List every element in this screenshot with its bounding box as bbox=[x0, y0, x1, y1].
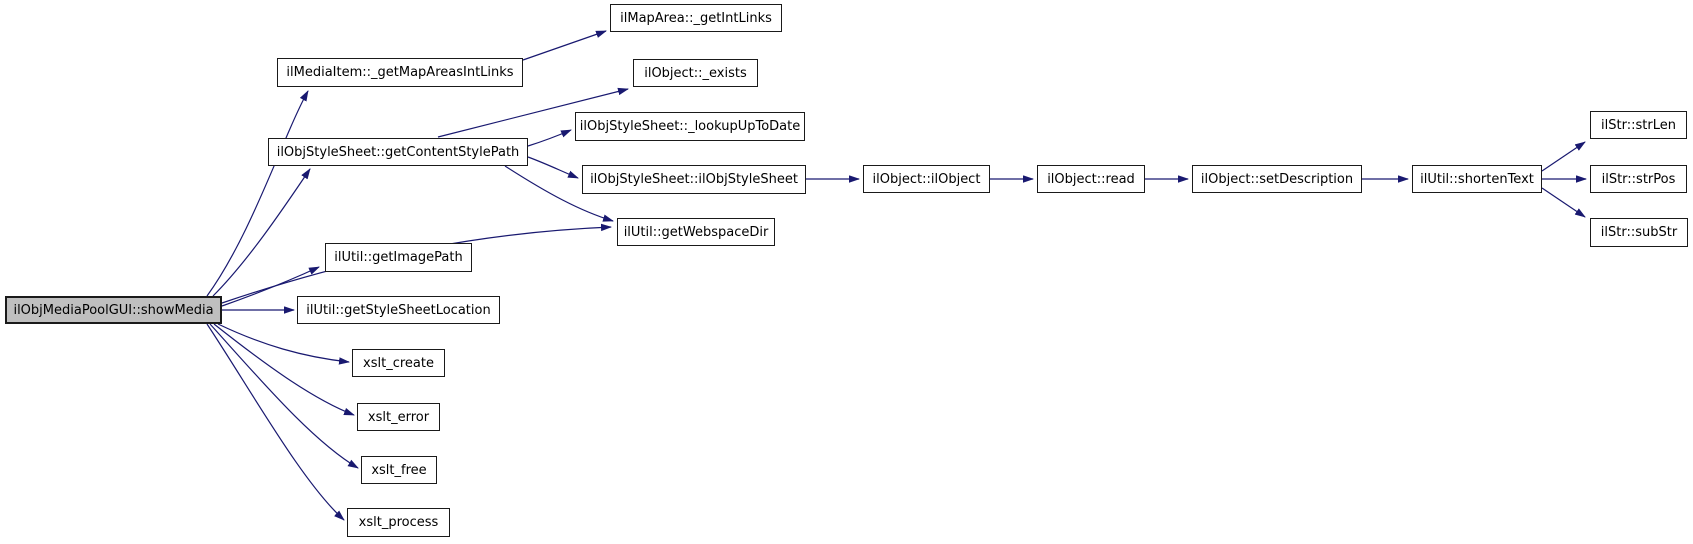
graph-node-getIntLinks[interactable]: ilMapArea::_getIntLinks bbox=[610, 4, 782, 32]
graph-node-label: ilObject::setDescription bbox=[1200, 171, 1354, 187]
graph-node-label: ilObjStyleSheet::_lookupUpToDate bbox=[579, 119, 801, 134]
graph-node-label: ilUtil::getStyleSheetLocation bbox=[306, 302, 491, 318]
graph-node-shortenText[interactable]: ilUtil::shortenText bbox=[1412, 165, 1542, 193]
graph-node-ilObjectCtor[interactable]: ilObject::ilObject bbox=[863, 165, 990, 193]
graph-node-label: ilUtil::getImagePath bbox=[334, 250, 463, 265]
graph-node-label: ilObject::read bbox=[1047, 171, 1135, 187]
graph-node-setDescription[interactable]: ilObject::setDescription bbox=[1192, 165, 1362, 193]
graph-node-label: ilStr::subStr bbox=[1600, 225, 1678, 240]
graph-node-label: ilObject::_exists bbox=[644, 65, 747, 81]
edge-showMedia-getContentStylePath bbox=[212, 168, 311, 297]
graph-node-getStyleSheetLocation[interactable]: ilUtil::getStyleSheetLocation bbox=[297, 296, 500, 324]
edge-showMedia-getMapAreasIntLinks bbox=[206, 90, 309, 297]
edge-showMedia-xsltError bbox=[213, 323, 355, 416]
graph-node-xsltFree[interactable]: xslt_free bbox=[361, 456, 437, 484]
graph-node-read[interactable]: ilObject::read bbox=[1037, 165, 1145, 193]
graph-node-exists[interactable]: ilObject::_exists bbox=[633, 59, 758, 87]
graph-node-lookupUpToDate[interactable]: ilObjStyleSheet::_lookupUpToDate bbox=[575, 112, 805, 141]
edge-getContentStylePath-ilObjStyleSheetCtor bbox=[527, 156, 579, 179]
edge-getContentStylePath-lookupUpToDate bbox=[527, 129, 572, 147]
graph-node-label: ilObjMediaPoolGUI::showMedia bbox=[13, 302, 214, 318]
graph-node-label: ilUtil::shortenText bbox=[1420, 171, 1534, 187]
graph-node-strLen[interactable]: ilStr::strLen bbox=[1590, 111, 1687, 139]
graph-node-label: ilObjStyleSheet::ilObjStyleSheet bbox=[590, 172, 798, 187]
graph-node-xsltProcess[interactable]: xslt_process bbox=[347, 508, 450, 537]
graph-node-label: xslt_process bbox=[358, 515, 439, 530]
graph-node-label: ilObject::ilObject bbox=[872, 171, 981, 187]
graph-node-label: ilUtil::getWebspaceDir bbox=[623, 224, 769, 240]
graph-node-label: ilStr::strPos bbox=[1601, 171, 1676, 187]
graph-node-subStr[interactable]: ilStr::subStr bbox=[1590, 218, 1688, 247]
graph-node-label: ilObjStyleSheet::getContentStylePath bbox=[276, 144, 520, 160]
graph-node-getMapAreasIntLinks[interactable]: ilMediaItem::_getMapAreasIntLinks bbox=[277, 58, 523, 87]
graph-node-getContentStylePath[interactable]: ilObjStyleSheet::getContentStylePath bbox=[268, 138, 528, 166]
graph-node-label: xslt_create bbox=[363, 355, 434, 371]
graph-node-label: ilMapArea::_getIntLinks bbox=[620, 10, 772, 26]
graph-node-getWebspaceDir[interactable]: ilUtil::getWebspaceDir bbox=[617, 218, 775, 246]
graph-node-label: xslt_free bbox=[371, 462, 427, 478]
graph-node-ilObjStyleSheetCtor[interactable]: ilObjStyleSheet::ilObjStyleSheet bbox=[582, 165, 806, 194]
edge-showMedia-xsltProcess bbox=[206, 323, 345, 521]
graph-node-label: ilMediaItem::_getMapAreasIntLinks bbox=[286, 65, 514, 80]
graph-node-xsltCreate[interactable]: xslt_create bbox=[352, 349, 445, 377]
graph-node-label: xslt_error bbox=[367, 409, 430, 425]
graph-node-label: ilStr::strLen bbox=[1601, 117, 1676, 133]
edge-shortenText-strLen bbox=[1541, 141, 1586, 172]
edge-showMedia-xsltCreate bbox=[217, 323, 350, 365]
graph-node-xsltError[interactable]: xslt_error bbox=[357, 403, 440, 431]
graph-node-showMedia: ilObjMediaPoolGUI::showMedia bbox=[5, 296, 222, 324]
graph-node-strPos[interactable]: ilStr::strPos bbox=[1590, 165, 1687, 193]
graph-node-getImagePath[interactable]: ilUtil::getImagePath bbox=[325, 243, 472, 272]
edge-showMedia-xsltFree bbox=[209, 323, 359, 469]
edge-getMapAreasIntLinks-getIntLinks bbox=[522, 30, 607, 61]
edge-shortenText-subStr bbox=[1541, 187, 1586, 218]
